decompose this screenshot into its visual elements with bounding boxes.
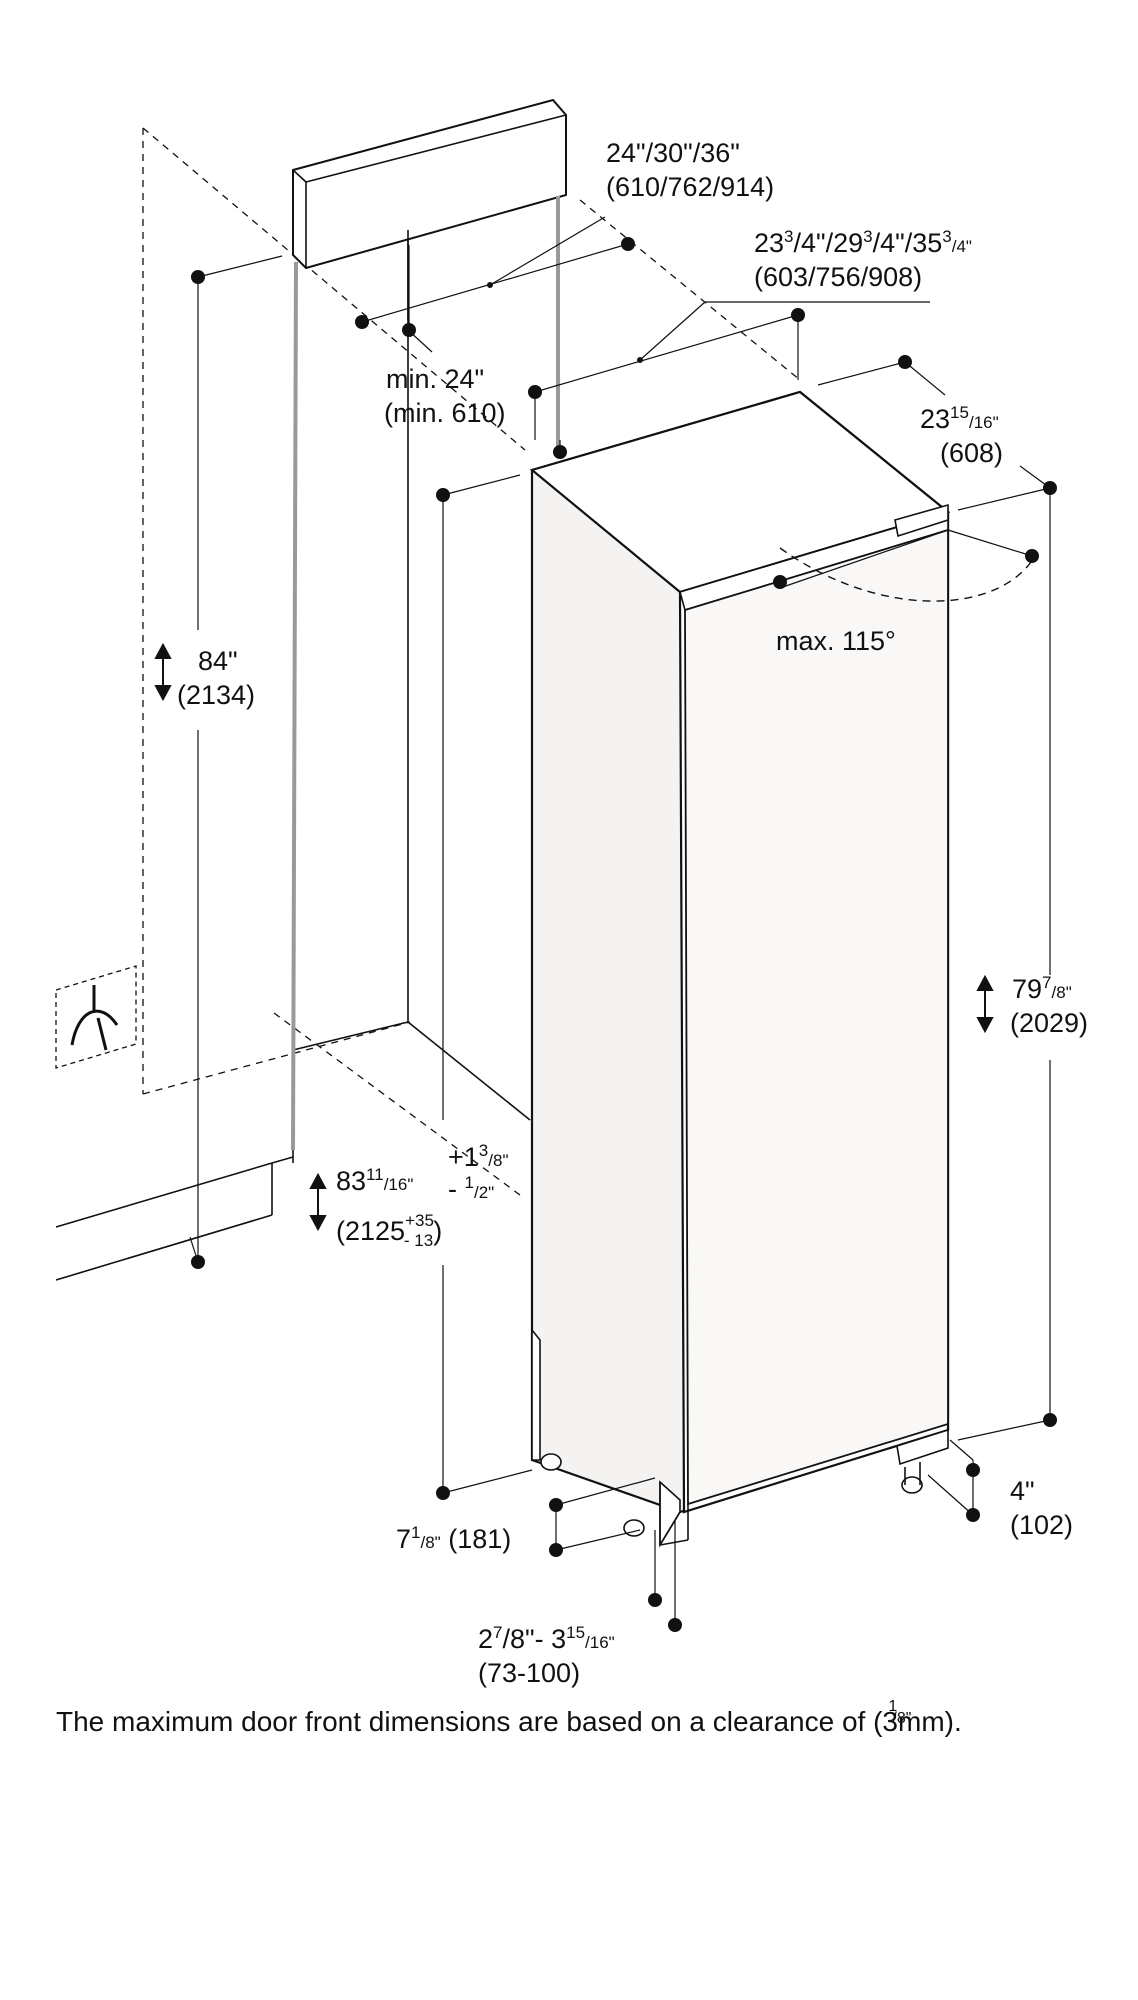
- footnote-end: mm).: [898, 1706, 962, 1737]
- height-arrow-79: [976, 974, 994, 1034]
- footnote-text: The maximum door front dimensions are ba…: [56, 1706, 883, 1737]
- label-plinth-height: 4" (102): [1010, 1476, 1073, 1540]
- appliance-height-metric: (2029): [1010, 1008, 1088, 1038]
- outlet-icon: [70, 985, 119, 1051]
- footnote: The maximum door front dimensions are ba…: [56, 1698, 962, 1738]
- total-height-metric: (2134): [177, 680, 255, 710]
- refrigerator: [529, 390, 951, 1548]
- niche-height-metric: (2125+35- 13): [336, 1211, 442, 1250]
- top-panel: [292, 98, 567, 320]
- panel-width-metric: (610/762/914): [606, 172, 774, 202]
- dimension-lines: [189, 216, 1051, 1625]
- panel-posts: [291, 196, 560, 1151]
- dimension-dots: [191, 237, 1057, 1632]
- label-depth: 2315/16" (608): [920, 403, 1003, 468]
- total-height-imperial: 84": [198, 646, 238, 676]
- toe-kick-metric: (73-100): [478, 1658, 580, 1688]
- label-toe-kick: 27/8"- 315/16" (73-100): [478, 1623, 615, 1688]
- toe-kick-imperial: 27/8"- 315/16": [478, 1623, 615, 1654]
- door-swing-arc: [779, 547, 1036, 602]
- min-depth-imperial: min. 24": [386, 364, 484, 394]
- label-panel-width: 24"/30"/36" (610/762/914): [606, 138, 774, 202]
- plinth-depth-label: 71/8" (181): [396, 1523, 511, 1554]
- outlet-box: [55, 965, 137, 1069]
- label-min-depth: min. 24" (min. 610): [384, 364, 506, 428]
- min-depth-metric: (min. 610): [384, 398, 506, 428]
- height-arrow-83: [309, 1172, 327, 1232]
- plinth-height-metric: (102): [1010, 1510, 1073, 1540]
- dashed-guides: [142, 127, 801, 1196]
- niche-height-tolerance-minus: - 1/2": [448, 1173, 494, 1204]
- panel-width-imperial: 24"/30"/36": [606, 138, 740, 168]
- unit-width-metric: (603/756/908): [754, 262, 922, 292]
- depth-imperial: 2315/16": [920, 403, 999, 434]
- label-total-height: 84" (2134): [177, 646, 255, 710]
- door-handle: [894, 503, 949, 538]
- label-niche-height: 8311/16" +13/8" - 1/2" (2125+35- 13): [336, 1141, 508, 1250]
- unit-width-imperial: 233/4"/293/4"/353/4": [754, 227, 972, 258]
- height-arrow-84: [154, 642, 172, 702]
- door-angle-label: max. 115°: [776, 626, 896, 656]
- label-appliance-height: 797/8" (2029): [1010, 973, 1088, 1038]
- depth-metric: (608): [940, 438, 1003, 468]
- niche-height-tolerance-plus: +13/8": [448, 1141, 508, 1172]
- label-unit-width: 233/4"/293/4"/353/4" (603/756/908): [754, 227, 972, 292]
- niche-height-imperial: 8311/16": [336, 1165, 413, 1196]
- plinth-height-imperial: 4": [1010, 1476, 1035, 1506]
- appliance-height-imperial: 797/8": [1012, 973, 1072, 1004]
